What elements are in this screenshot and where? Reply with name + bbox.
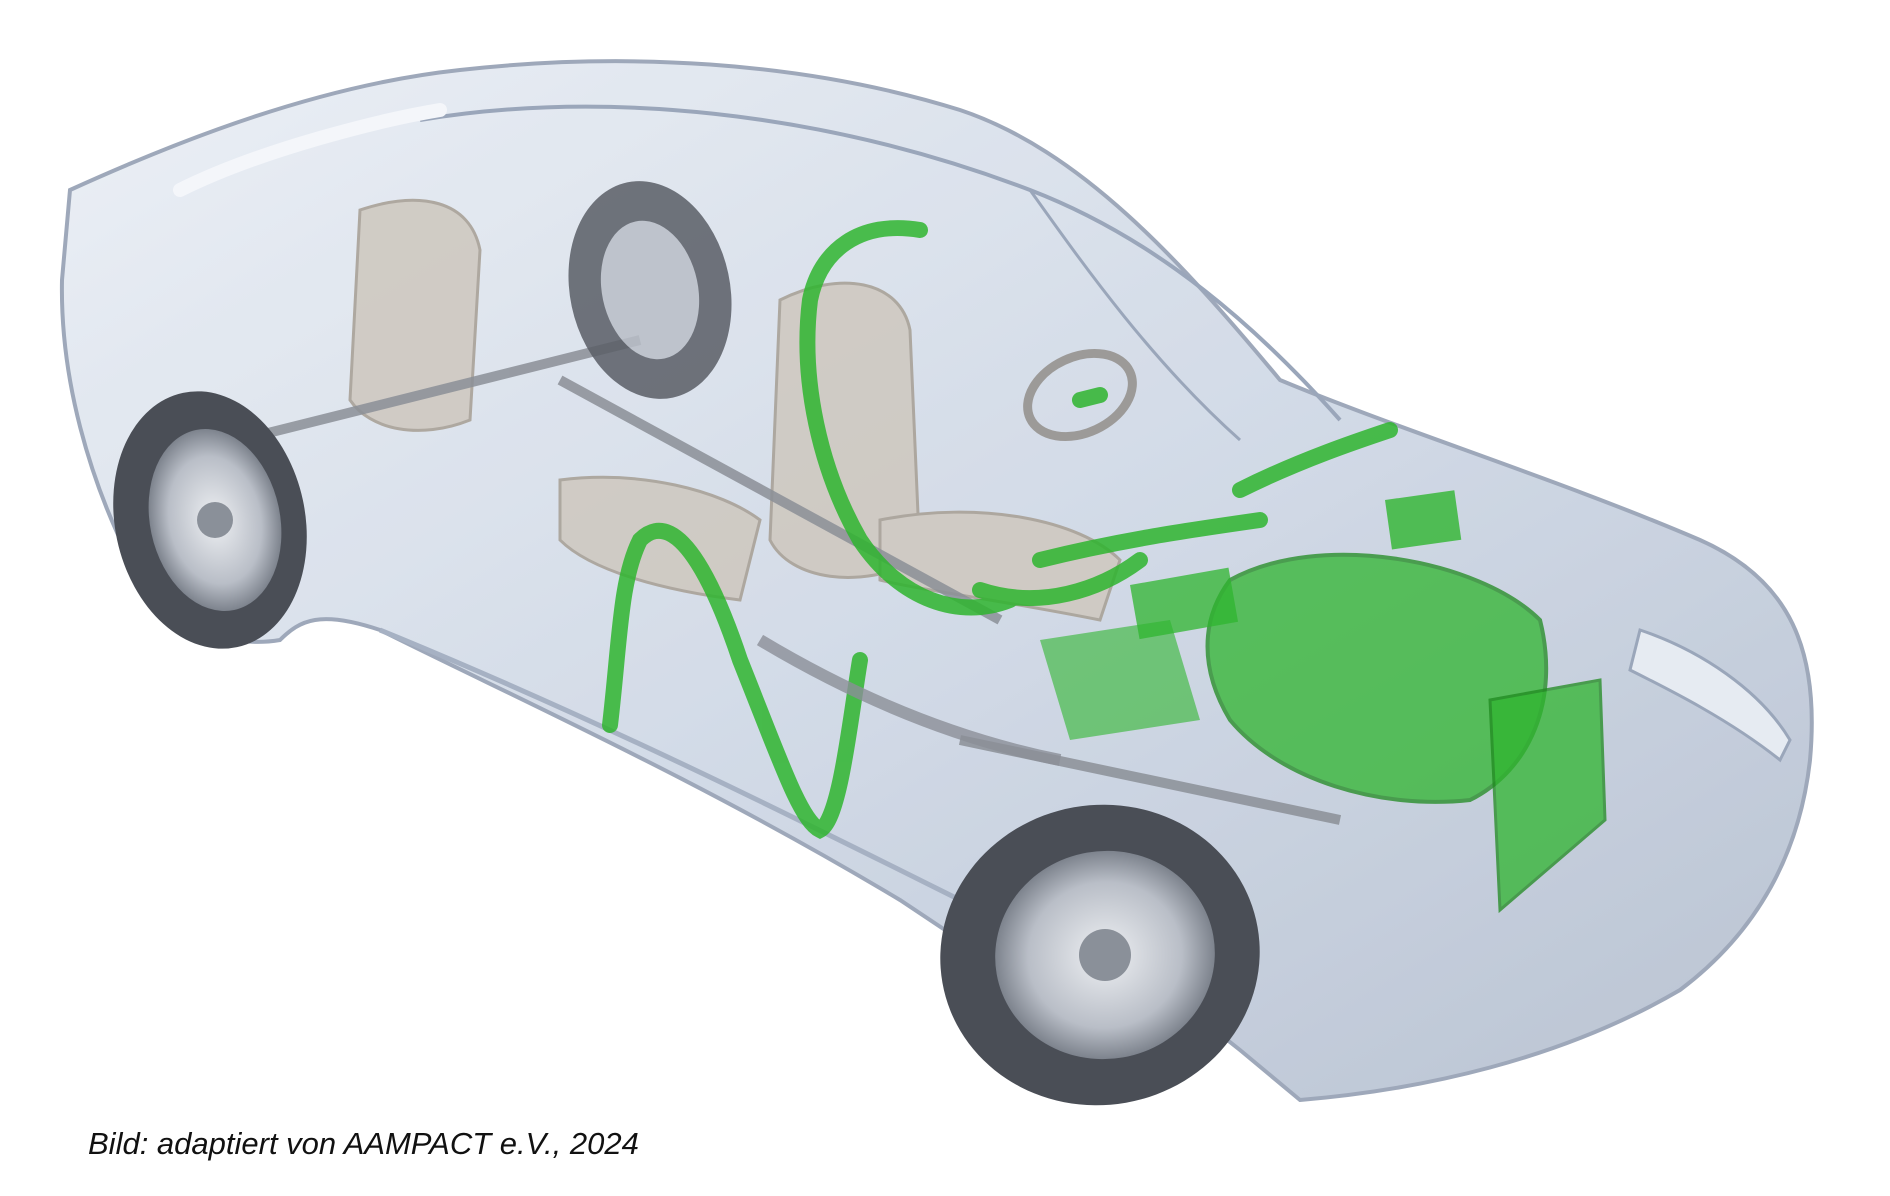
rear-inner-wheel <box>568 181 732 399</box>
radiator-highlight <box>1488 678 1607 914</box>
rear-wheel <box>113 391 307 649</box>
wiring-harness-highlight <box>602 220 1398 839</box>
engine-highlight <box>1040 490 1549 804</box>
image-caption: Bild: adaptiert von AAMPACT e.V., 2024 <box>88 1126 639 1161</box>
steering-wheel <box>1023 348 1137 442</box>
exhaust <box>756 634 1062 766</box>
front-wheel <box>940 804 1260 1106</box>
